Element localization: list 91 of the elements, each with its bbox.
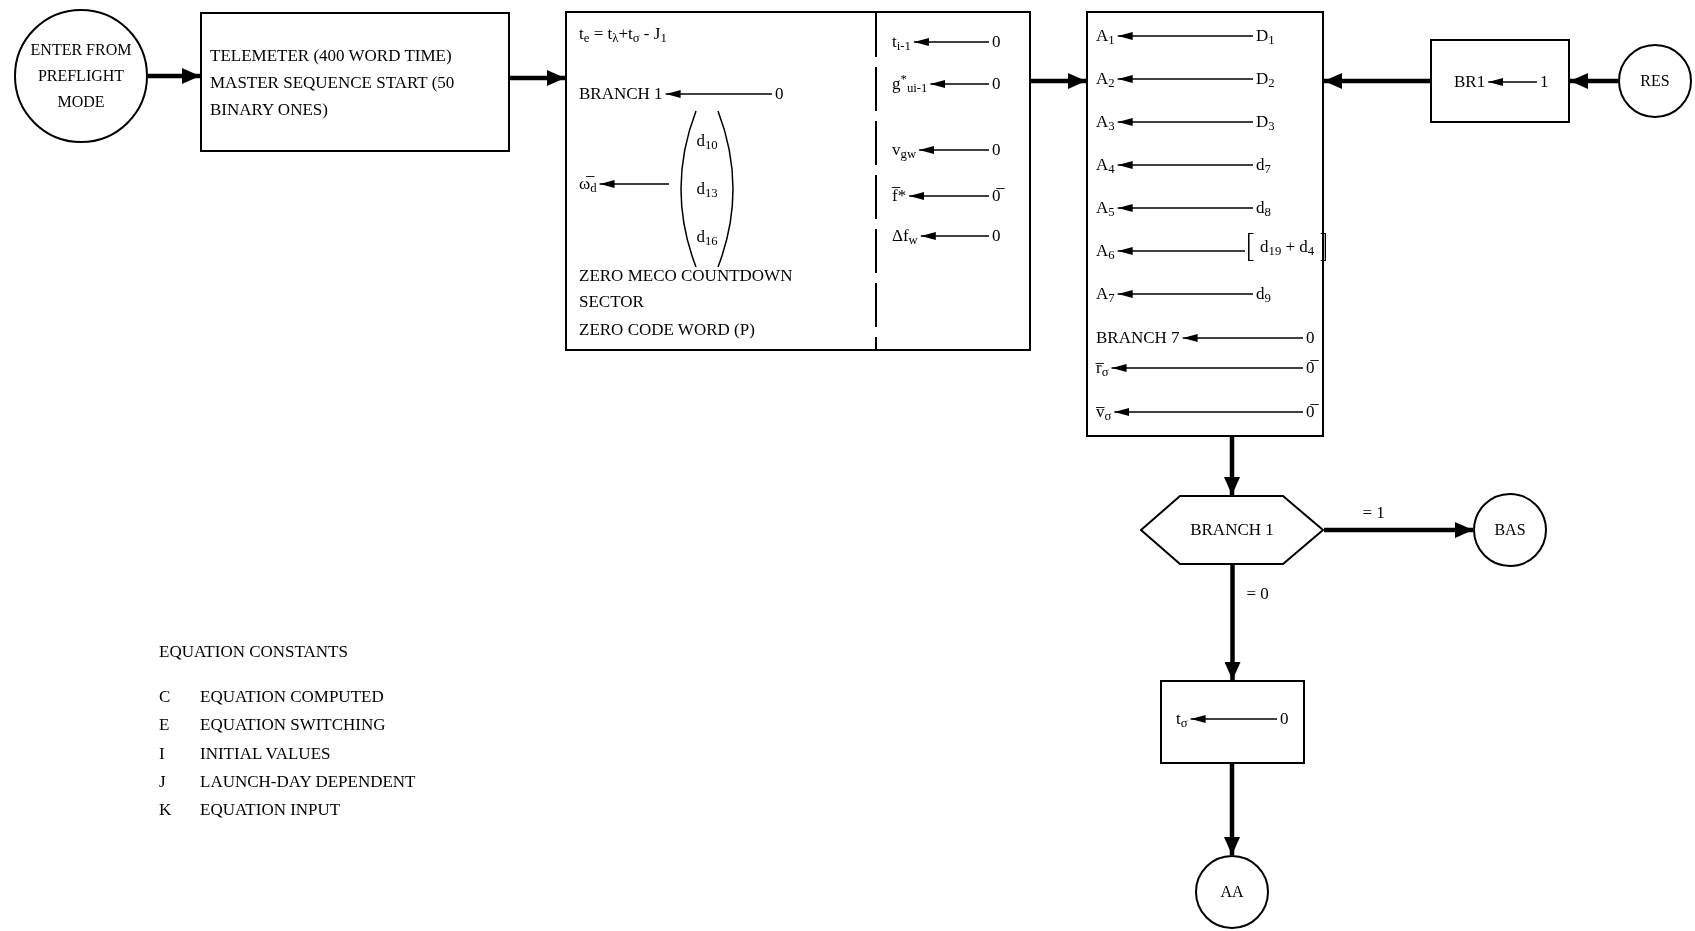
arrow <box>1224 764 1240 855</box>
variable-label: 0 <box>992 139 1001 161</box>
legend-text: C <box>159 686 171 708</box>
arrow <box>1116 118 1254 126</box>
variable-label: A$_{7}$ <box>1096 283 1115 305</box>
variable-label: D$_{1}$ <box>1256 25 1275 47</box>
arrow <box>1181 334 1304 342</box>
decision-text: BRANCH 1 <box>1190 519 1274 542</box>
variable-label: A$_{4}$ <box>1096 154 1115 176</box>
arrow <box>1110 364 1304 372</box>
arrow <box>1116 247 1246 255</box>
variable-label: v$_{gw}$ <box>892 139 917 161</box>
variable-label: 1 <box>1540 71 1549 93</box>
arrow <box>920 232 990 240</box>
legend-text: J <box>159 771 166 793</box>
variable-label: A$_{3}$ <box>1096 111 1115 133</box>
variable-label: f̅* <box>892 185 907 207</box>
arrow <box>1116 32 1254 40</box>
circle-text: BAS <box>1493 520 1527 540</box>
box-text: ZERO CODE WORD (P) <box>579 319 755 341</box>
variable-label: 0 <box>1306 327 1315 349</box>
legend-text: EQUATION CONSTANTS <box>159 641 348 663</box>
variable-label: A$_{2}$ <box>1096 68 1115 90</box>
legend-text: LAUNCH-DAY DEPENDENT <box>200 771 416 793</box>
variable-label: BRANCH 7 <box>1096 327 1180 349</box>
arrow <box>1116 204 1254 212</box>
arrow <box>598 180 670 188</box>
variable-label: 0 <box>992 31 1001 53</box>
arrow <box>1487 78 1538 86</box>
list-item-text: d$_{13}$ <box>696 178 718 200</box>
legend-text: E <box>159 714 170 736</box>
arrow <box>1324 522 1473 538</box>
variable-label: ω̅$_{d}$ <box>579 173 597 195</box>
variable-label: 0 <box>775 83 784 105</box>
legend-text: INITIAL VALUES <box>200 743 331 765</box>
legend-text: EQUATION COMPUTED <box>200 686 384 708</box>
variable-label: t$_{σ}$ <box>1176 708 1188 730</box>
circle-text: AA <box>1219 882 1245 902</box>
process-box <box>200 12 510 152</box>
variable-label: BRANCH 1 <box>579 83 663 105</box>
process-box <box>565 11 1031 351</box>
process-box <box>1160 680 1305 764</box>
box-text: t$_{e}$ = t$_{λ}$+t$_{σ}$ - J$_{1}$ <box>579 23 667 47</box>
arrow <box>913 38 990 46</box>
arrow <box>1116 161 1254 169</box>
arrow <box>1224 565 1241 680</box>
arrow <box>1031 73 1086 89</box>
bracketed-expression <box>1248 233 1327 261</box>
variable-label: A$_{5}$ <box>1096 197 1115 219</box>
arrow <box>1116 75 1254 83</box>
box-text: TELEMETER (400 WORD TIME) MASTER SEQUENCE START (50 BINARY ONES) <box>210 44 456 121</box>
variable-label: A$_{1}$ <box>1096 25 1115 47</box>
arrow <box>664 90 773 98</box>
variable-label: D$_{2}$ <box>1256 68 1275 90</box>
list-item-text: d$_{16}$ <box>696 226 718 248</box>
legend-text: K <box>159 799 172 821</box>
arrow <box>1113 408 1304 416</box>
variable-label: 0 <box>992 73 1001 95</box>
expression-text: d$_{19}$ + d$_{4}$ <box>1260 237 1315 256</box>
legend-text: EQUATION SWITCHING <box>200 714 386 736</box>
variable-label: d$_{9}$ <box>1256 283 1271 305</box>
circle-text: ENTER FROM PREFLIGHT MODE <box>29 40 133 112</box>
arrow <box>510 70 565 86</box>
process-box <box>1430 39 1570 123</box>
variable-label: A$_{6}$ <box>1096 240 1115 262</box>
list-item-text: d$_{10}$ <box>696 130 718 152</box>
arrow <box>1224 437 1240 495</box>
arrow <box>908 192 990 200</box>
circle-text: RES <box>1639 71 1671 91</box>
arrow <box>148 68 200 84</box>
legend-text: I <box>159 743 165 765</box>
variable-label: d$_{8}$ <box>1256 197 1271 219</box>
variable-label: d$_{7}$ <box>1256 154 1271 176</box>
process-box <box>1086 11 1324 437</box>
variable-label: BR1 <box>1454 71 1486 93</box>
box-text: ZERO MECO COUNTDOWN SECTOR <box>579 265 794 313</box>
arrow <box>918 146 990 154</box>
variable-label: v̅$_{σ}$ <box>1096 401 1112 423</box>
variable-label: 0 <box>992 225 1001 247</box>
variable-label: r̅$_{σ}$ <box>1096 357 1109 379</box>
legend-text: EQUATION INPUT <box>200 799 341 821</box>
variable-label: 0 <box>1280 708 1289 730</box>
variable-label: t$_{i-1}$ <box>892 31 911 53</box>
variable-label: D$_{3}$ <box>1256 111 1275 133</box>
arrow <box>1324 73 1430 89</box>
arrow <box>1189 715 1278 723</box>
decision-hexagon <box>1140 495 1324 565</box>
variable-label: Δf$_{w}$ <box>892 225 918 247</box>
arrow <box>1570 73 1618 89</box>
arrow <box>1116 290 1254 298</box>
arrow <box>929 80 990 88</box>
